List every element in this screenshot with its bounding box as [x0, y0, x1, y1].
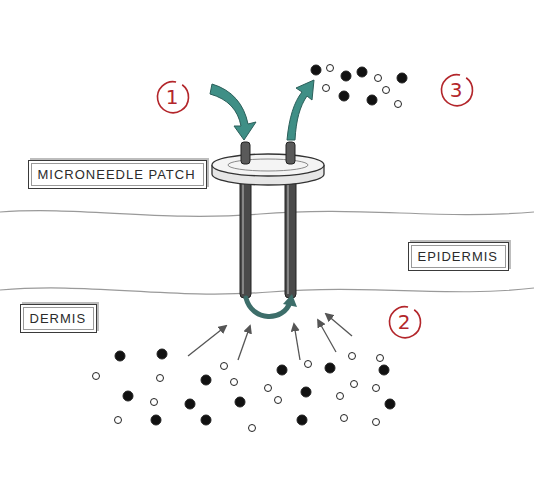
open-particle — [275, 397, 282, 404]
callout-number-text: 1 — [155, 86, 189, 108]
particle-dots — [93, 65, 408, 432]
microneedle-highlight — [242, 174, 244, 294]
callout-number-text: 2 — [387, 311, 421, 333]
filled-particle — [235, 397, 245, 407]
label-text: MICRONEEDLE PATCH — [38, 167, 197, 182]
open-particle — [373, 419, 380, 426]
callout-number: 3 — [439, 73, 473, 107]
filled-particle — [325, 363, 335, 373]
inflow-arrow — [210, 84, 256, 140]
outflow-arrow — [287, 80, 314, 140]
open-particle — [395, 101, 402, 108]
microneedle — [240, 170, 251, 298]
label-text: EPIDERMIS — [418, 249, 499, 264]
open-particle — [375, 75, 382, 82]
filled-particle — [201, 375, 211, 385]
filled-particle — [157, 349, 167, 359]
filled-particle — [385, 399, 395, 409]
open-particle — [221, 363, 228, 370]
patch-disc — [212, 154, 324, 176]
skin-surface-line — [0, 211, 534, 217]
patch-port — [241, 142, 250, 164]
epidermis-dermis-line — [0, 288, 534, 294]
filled-particle — [151, 415, 161, 425]
filled-particle — [339, 91, 349, 101]
label-text: DERMIS — [30, 311, 87, 326]
open-particle — [249, 425, 256, 432]
callout-number: 2 — [387, 305, 421, 339]
filled-particle — [301, 387, 311, 397]
open-particle — [93, 373, 100, 380]
filled-particle — [341, 71, 351, 81]
filled-particle — [311, 65, 321, 75]
open-particle — [377, 355, 384, 362]
open-particle — [373, 385, 380, 392]
open-particle — [327, 65, 334, 72]
open-particle — [351, 381, 358, 388]
layer-label-box: DERMIS — [20, 304, 97, 333]
filled-particle — [397, 73, 407, 83]
layer-label-box: EPIDERMIS — [408, 242, 509, 271]
callout-number: 1 — [155, 80, 189, 114]
flow-arrow — [246, 298, 290, 317]
filled-particle — [297, 415, 307, 425]
open-particle — [231, 379, 238, 386]
open-particle — [349, 353, 356, 360]
part-label-box: MICRONEEDLE PATCH — [28, 160, 207, 189]
callout-number-text: 3 — [439, 79, 473, 101]
open-particle — [157, 375, 164, 382]
diffusion-arrows — [188, 314, 352, 360]
open-particle — [265, 385, 272, 392]
filled-particle — [367, 95, 377, 105]
patch-inner-ring — [228, 159, 308, 171]
filled-particle — [277, 365, 287, 375]
open-particle — [115, 417, 122, 424]
open-particle — [337, 393, 344, 400]
filled-particle — [123, 391, 133, 401]
open-particle — [151, 399, 158, 406]
flow-arrowhead — [283, 294, 297, 307]
filled-particle — [201, 415, 211, 425]
filled-particle — [115, 351, 125, 361]
open-particle — [305, 361, 312, 368]
filled-particle — [379, 365, 389, 375]
filled-particle — [357, 67, 367, 77]
microneedle-highlight — [287, 174, 289, 294]
patch-port — [286, 142, 295, 164]
microneedle — [285, 170, 296, 298]
filled-particle — [185, 399, 195, 409]
open-particle — [383, 87, 390, 94]
open-particle — [323, 85, 330, 92]
open-particle — [341, 415, 348, 422]
